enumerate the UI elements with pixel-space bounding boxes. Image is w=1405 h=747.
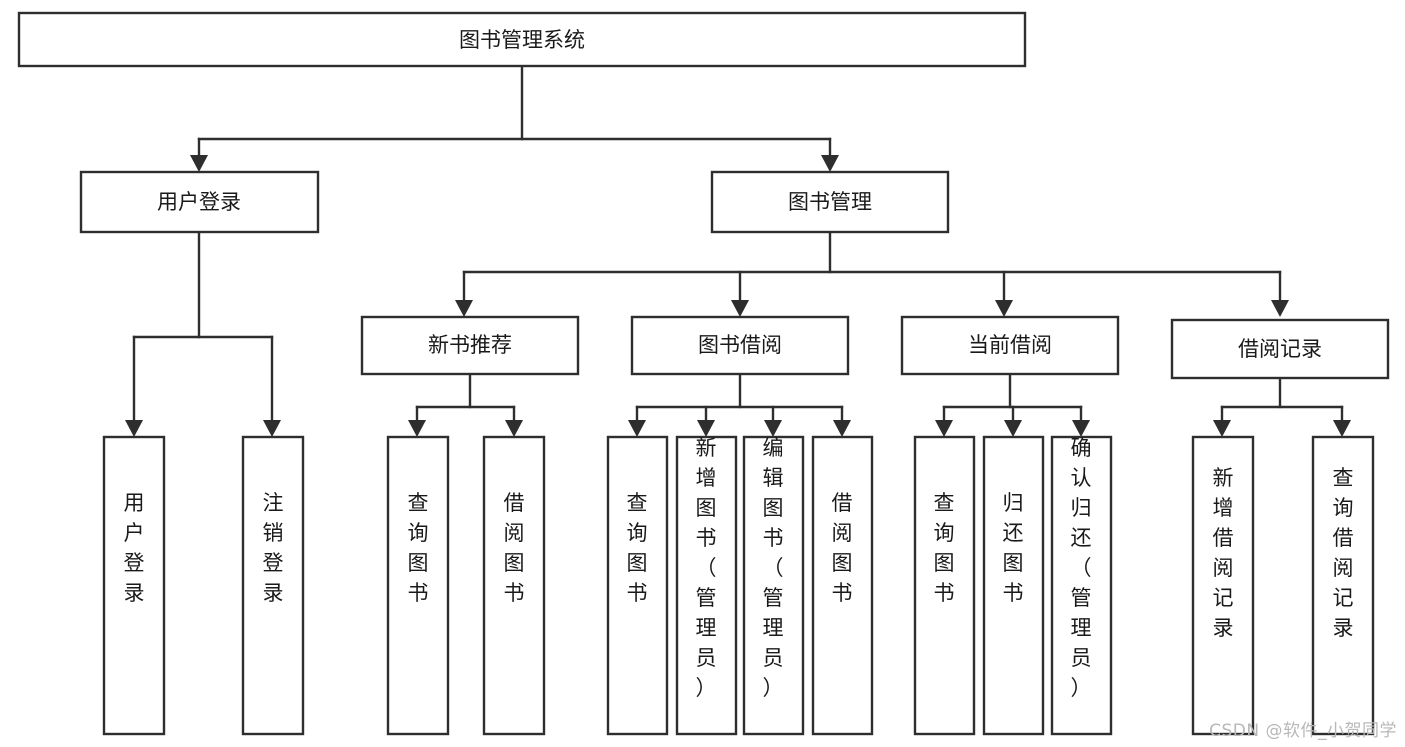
node-newbook-label: 新书推荐 [428,333,512,357]
node-leaf-newbook-2[interactable]: 借阅图书 [482,435,546,736]
arrowhead-borrow-leaf4 [833,420,851,437]
arrowhead-current-leaf3 [1072,420,1090,437]
node-current[interactable]: 当前借阅 [900,315,1120,376]
node-leaf-current-3-box[interactable] [1050,435,1113,736]
connector-layer [125,64,1351,437]
node-newbook[interactable]: 新书推荐 [360,315,580,376]
arrowhead-records-leaf1 [1213,420,1231,437]
node-borrow[interactable]: 图书借阅 [630,315,850,376]
node-current-label: 当前借阅 [968,333,1052,357]
node-leaf-borrow-3-label: 编辑图书（管理员） [763,436,784,700]
node-leaf-newbook-1-label: 查询图书 [408,491,429,605]
node-leaf-records-1-box[interactable] [1191,435,1255,736]
node-records-box[interactable] [1170,318,1390,380]
node-leaf-newbook-2-label: 借阅图书 [504,491,525,605]
node-leaf-current-3-label: 确认归还（管理员） [1071,436,1092,700]
node-leaf-records-2-label: 查询借阅记录 [1333,466,1354,640]
node-leaf-current-1-label: 查询图书 [934,491,955,605]
node-bookmgmt[interactable]: 图书管理 [710,170,950,234]
node-leaf-login-2[interactable]: 注销登录 [241,435,305,736]
node-login[interactable]: 用户登录 [79,170,320,234]
node-leaf-borrow-4-label: 借阅图书 [832,491,853,605]
arrowhead-current-leaf1 [935,420,953,437]
node-leaf-current-2-label: 归还图书 [1003,491,1024,605]
node-root[interactable]: 图书管理系统 [17,11,1027,68]
arrowhead-newbook-leaf1 [408,420,426,437]
arrowhead-borrow [731,300,749,317]
node-root-box[interactable] [17,11,1027,68]
node-login-box[interactable] [79,170,320,234]
node-leaf-borrow-1-box[interactable] [606,435,669,736]
node-leaf-current-1-box[interactable] [913,435,976,736]
node-leaf-login-2-box[interactable] [241,435,305,736]
arrowhead-records [1271,300,1289,317]
node-leaf-borrow-4[interactable]: 借阅图书 [811,435,874,736]
node-leaf-borrow-4-box[interactable] [811,435,874,736]
node-leaf-login-1-label: 用户登录 [124,491,145,605]
node-root-label: 图书管理系统 [459,28,585,52]
node-leaf-borrow-2-label: 新增图书（管理员） [696,436,717,700]
node-leaf-current-2[interactable]: 归还图书 [982,435,1045,736]
arrowhead-login-leaf1 [125,420,143,437]
csdn-watermark: CSDN @软件_小贺同学 [1209,721,1397,741]
node-leaf-login-1-box[interactable] [102,435,166,736]
node-borrow-label: 图书借阅 [698,333,782,357]
arrowhead-newbook-leaf2 [505,420,523,437]
node-leaf-newbook-2-box[interactable] [482,435,546,736]
node-records[interactable]: 借阅记录 [1170,318,1390,380]
arrowhead-login [190,155,208,172]
node-leaf-borrow-1-label: 查询图书 [627,491,648,605]
node-leaf-current-2-box[interactable] [982,435,1045,736]
node-leaf-borrow-2[interactable]: 新增图书（管理员） [675,435,738,736]
node-leaf-records-1[interactable]: 新增借阅记录 [1191,435,1255,736]
node-leaf-newbook-1[interactable]: 查询图书 [386,435,450,736]
arrowhead-records-leaf2 [1333,420,1351,437]
node-records-label: 借阅记录 [1238,337,1322,361]
arrowhead-newbook [455,300,473,317]
node-login-label: 用户登录 [157,190,241,214]
node-leaf-newbook-1-box[interactable] [386,435,450,736]
arrowhead-login-leaf2 [263,420,281,437]
node-bookmgmt-box[interactable] [710,170,950,234]
node-leaf-login-1[interactable]: 用户登录 [102,435,166,736]
node-leaf-current-1[interactable]: 查询图书 [913,435,976,736]
arrowhead-borrow-leaf3 [764,420,782,437]
node-leaf-borrow-3-box[interactable] [742,435,805,736]
node-current-box[interactable] [900,315,1120,376]
node-leaf-borrow-1[interactable]: 查询图书 [606,435,669,736]
node-leaf-records-2-box[interactable] [1311,435,1375,736]
arrowhead-current-leaf2 [1004,420,1022,437]
node-leaf-borrow-2-box[interactable] [675,435,738,736]
node-newbook-box[interactable] [360,315,580,376]
node-borrow-box[interactable] [630,315,850,376]
node-leaf-login-2-label: 注销登录 [263,491,284,605]
node-bookmgmt-label: 图书管理 [788,190,872,214]
arrowhead-current [995,300,1013,317]
arrowhead-borrow-leaf1 [628,420,646,437]
arrowhead-borrow-leaf2 [697,420,715,437]
node-leaf-current-3[interactable]: 确认归还（管理员） [1050,435,1113,736]
arrowhead-bookmgmt [821,155,839,172]
node-leaf-records-2[interactable]: 查询借阅记录 [1311,435,1375,736]
node-leaf-borrow-3[interactable]: 编辑图书（管理员） [742,435,805,736]
node-leaf-records-1-label: 新增借阅记录 [1213,466,1234,640]
